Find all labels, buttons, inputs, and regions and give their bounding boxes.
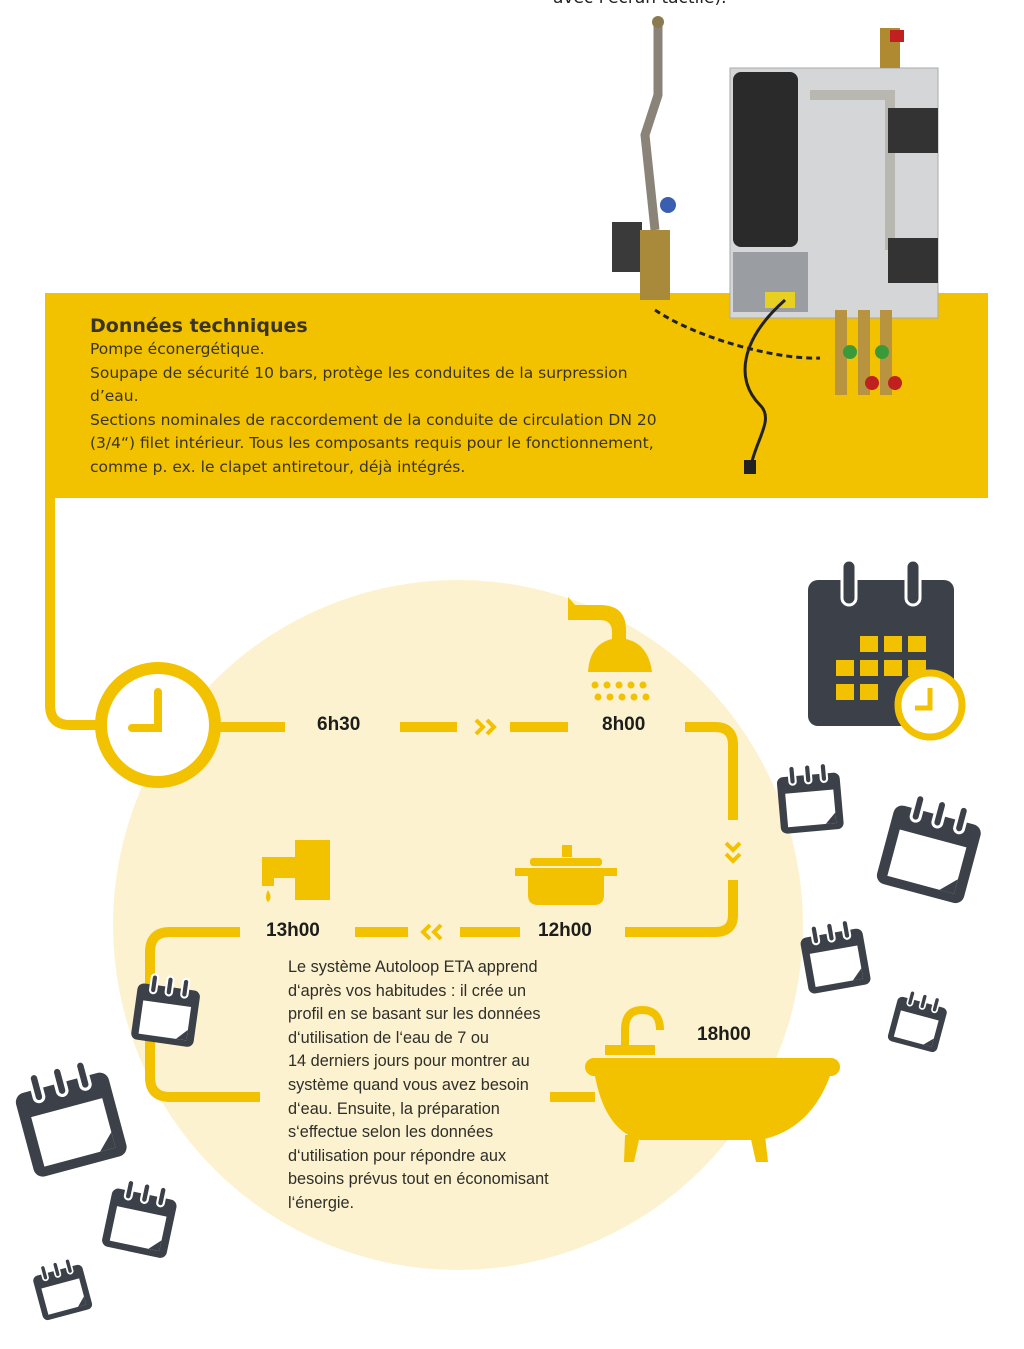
big-calendar-icon xyxy=(808,558,966,741)
top-caption: avec l'écran tactile). xyxy=(553,0,727,8)
description-line: d‘eau. Ensuite, la préparation xyxy=(288,1099,500,1118)
time-13h00: 13h00 xyxy=(266,920,320,941)
tech-data-section: Données techniques Pompe éconergétique. … xyxy=(90,314,690,479)
time-18h00: 18h00 xyxy=(697,1024,751,1045)
description-line: système quand vous avez besoin xyxy=(288,1075,529,1094)
description-line: 14 derniers jours pour montrer au xyxy=(288,1052,530,1071)
time-12h00: 12h00 xyxy=(538,920,592,941)
description-line: s‘effectue selon les données xyxy=(288,1123,494,1142)
tech-data-title: Données techniques xyxy=(90,315,308,337)
autoloop-description: Le système Autoloop ETA apprend d‘après … xyxy=(288,956,549,1216)
time-6h30: 6h30 xyxy=(317,714,361,735)
cooking-pot-icon xyxy=(515,845,617,905)
description-line: profil en se basant sur les données xyxy=(288,1005,541,1024)
tech-line-pump: Pompe éconergétique. xyxy=(90,340,265,358)
tech-line-valve: Soupape de sécurité 10 bars, protège les… xyxy=(90,363,628,406)
clock-icon xyxy=(95,662,221,788)
chevron-icons xyxy=(420,718,742,941)
description-line: besoins prévus tout en économisant xyxy=(288,1170,549,1189)
description-line: d‘après vos habitudes : il crée un xyxy=(288,981,527,1000)
shower-icon xyxy=(568,597,652,701)
description-line: d‘utilisation de l‘eau de 7 ou xyxy=(288,1028,489,1047)
autoloop-unit-image xyxy=(612,16,939,474)
faucet-icon xyxy=(262,840,330,902)
description-line: Le système Autoloop ETA apprend xyxy=(288,958,538,976)
tech-line-sections: Sections nominales de raccordement de la… xyxy=(90,410,657,476)
description-line: d‘utilisation pour répondre aux xyxy=(288,1146,507,1165)
tech-data-panel xyxy=(45,293,988,498)
bathtub-icon xyxy=(585,1005,840,1162)
time-8h00: 8h00 xyxy=(602,714,646,735)
description-line: l‘énergie. xyxy=(288,1193,355,1212)
